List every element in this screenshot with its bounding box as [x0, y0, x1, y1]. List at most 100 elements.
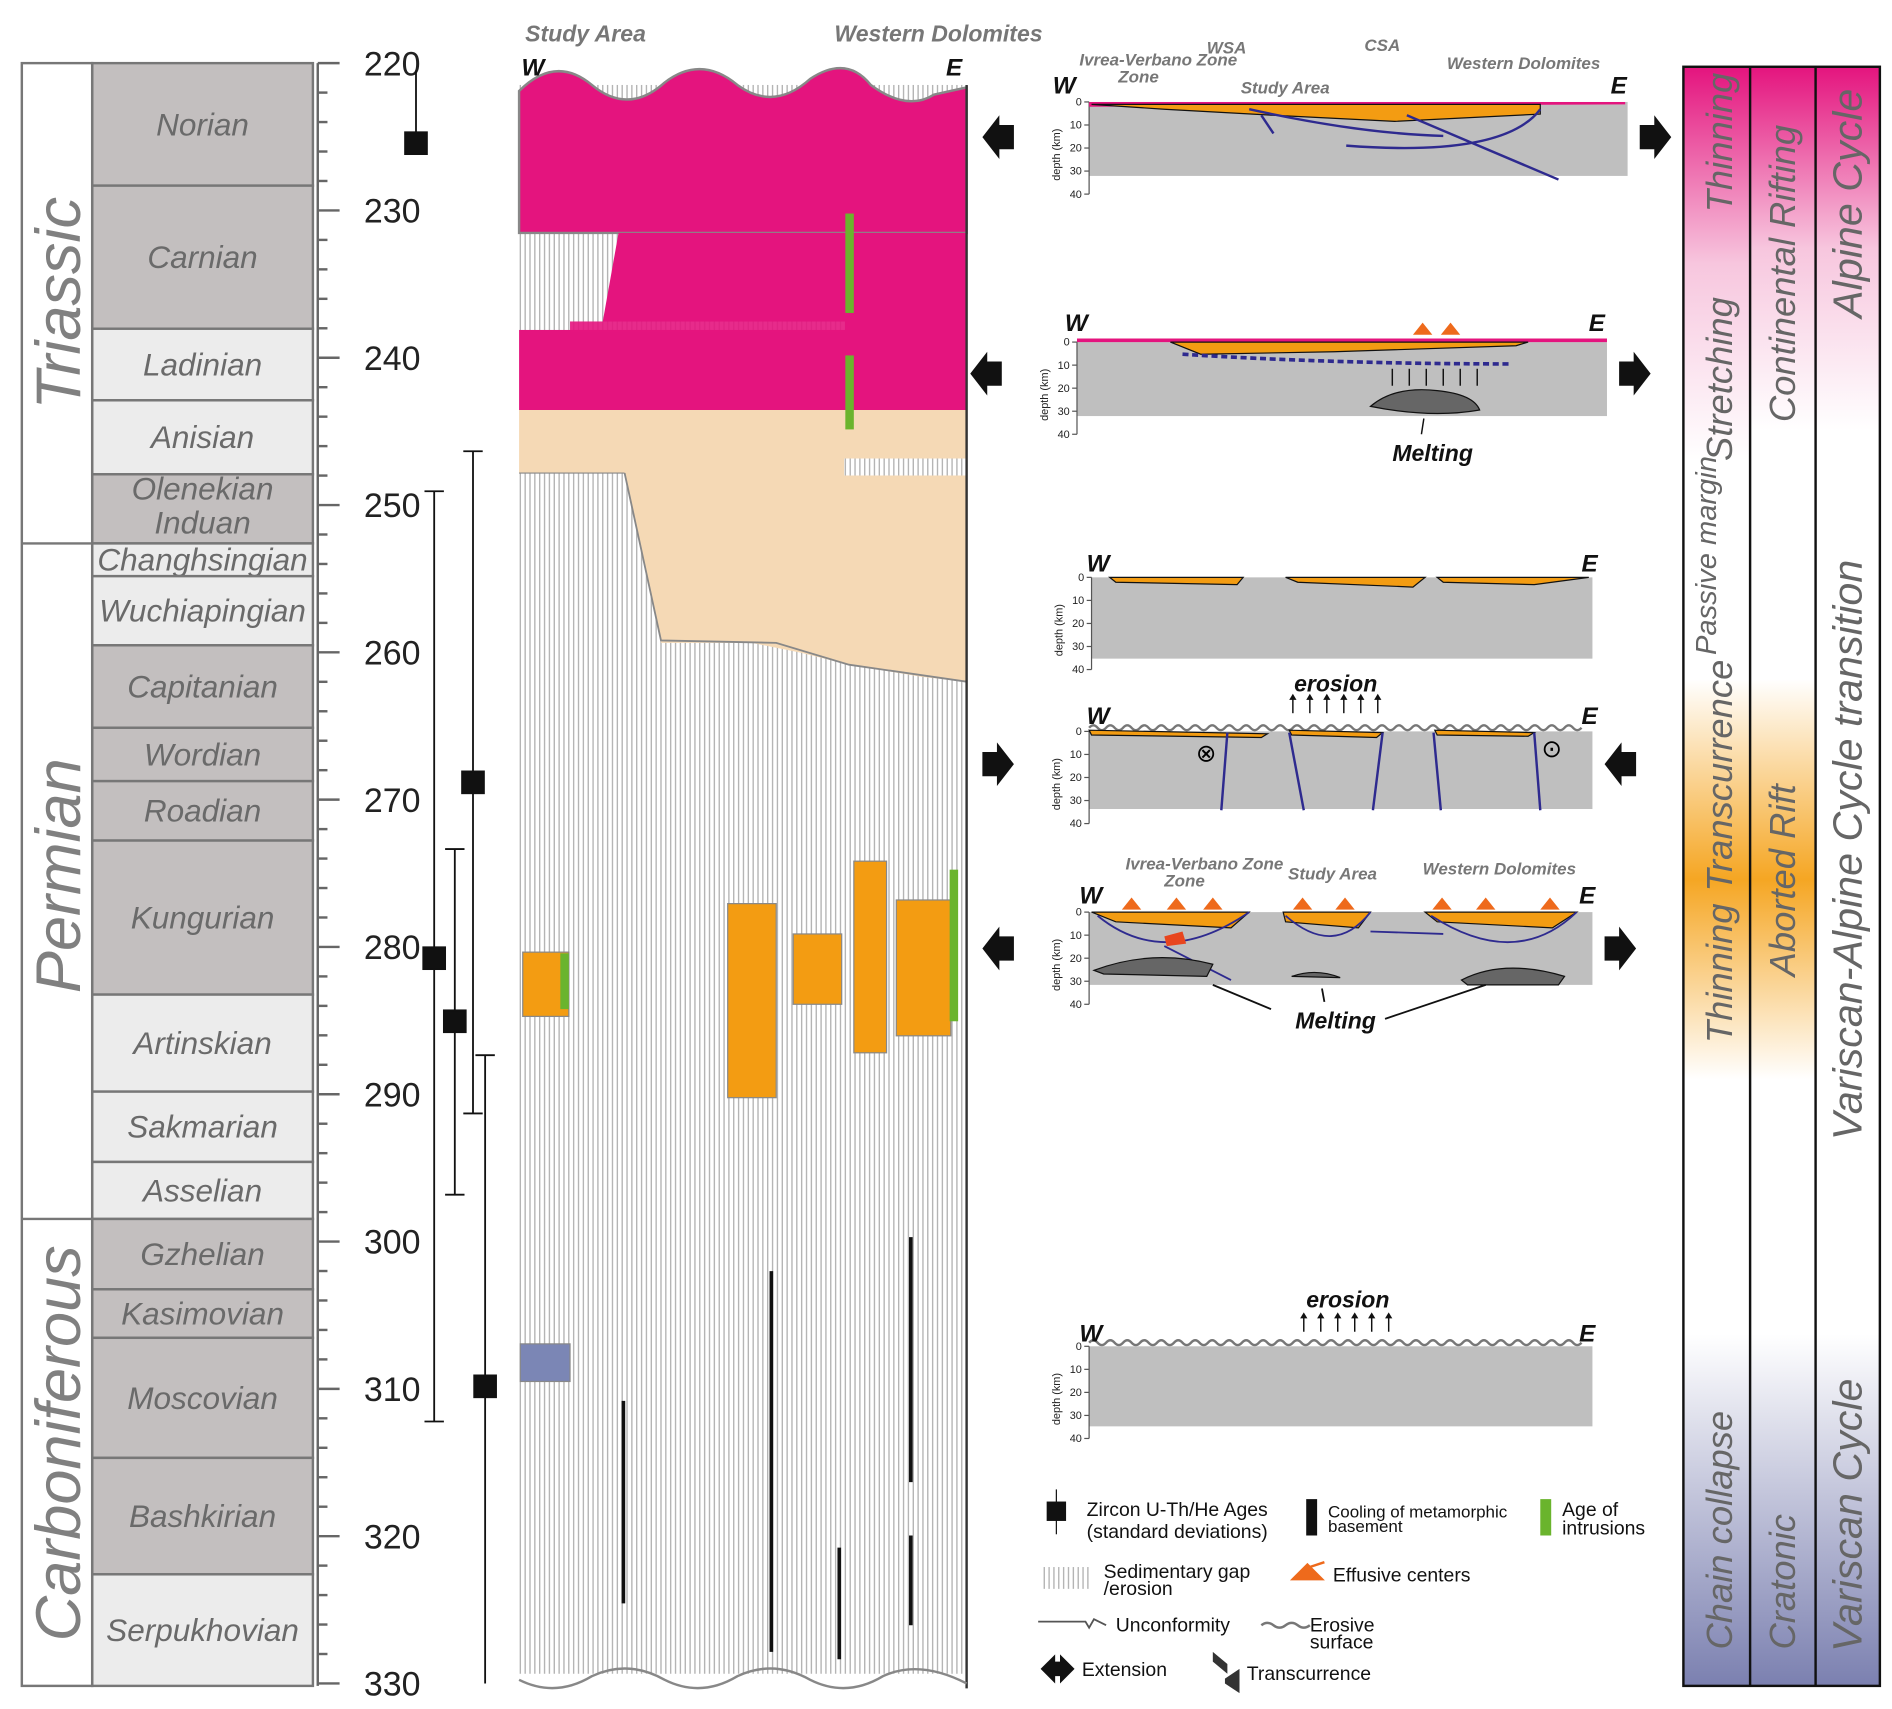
depth-tick: 10 [1058, 360, 1070, 372]
depth-tick: 20 [1070, 1387, 1082, 1399]
zircon-age-marker [422, 946, 447, 971]
extension-legend-icon [1040, 1654, 1075, 1684]
phase-chain-collapse: Chain collapse [1699, 1411, 1740, 1650]
volcanic-unit [853, 860, 888, 1054]
stage-box [90, 839, 315, 996]
zircon-age-marker [442, 1009, 467, 1034]
gap-legend-icon [1040, 1567, 1090, 1589]
stage-label: Artinskian [131, 1025, 271, 1061]
stage-label: Induan [154, 505, 250, 541]
section-3-labels: W E [1087, 550, 1599, 588]
stage-label: Changhsingian [97, 542, 307, 578]
svg-text:intrusions: intrusions [1562, 1517, 1645, 1539]
depth-tick: 0 [1076, 1341, 1082, 1353]
column-title-western-dolomites: Western Dolomites [834, 20, 1042, 46]
tick-label: 330 [364, 1666, 421, 1704]
legend: Zircon U-Th/He Ages (standard deviations… [1038, 1489, 1645, 1694]
depth-axis-label: depth (km) [1051, 129, 1063, 181]
tick-label: 260 [364, 634, 421, 672]
stage-label: Gzhelian [140, 1236, 264, 1272]
depth-tick: 10 [1070, 749, 1082, 761]
arrow-left-icon [1604, 742, 1637, 786]
stage-label: Serpukhovian [106, 1612, 299, 1648]
stage-box [90, 1573, 315, 1688]
timescale: NorianCarnianLadinianAnisianOlenekianInd… [20, 45, 421, 1704]
svg-text:E: E [1582, 550, 1599, 577]
stage-label: Sakmarian [127, 1109, 278, 1145]
column-title-study-area: Study Area [525, 20, 646, 46]
phase-thinning: Thinning [1699, 73, 1740, 213]
arrow-right-icon [1604, 926, 1637, 971]
stage-box [90, 1160, 315, 1221]
phase-thinning-2: Thinning [1699, 904, 1740, 1044]
section-5-labels: Ivrea-Verbano Zone Zone Study Area Weste… [1079, 855, 1596, 1034]
depth-axis-label: depth (km) [1051, 758, 1063, 810]
tick-label: 300 [364, 1224, 421, 1262]
depth-tick: 20 [1070, 143, 1082, 155]
svg-text:Ivrea-Verbano Zone: Ivrea-Verbano Zone [1125, 855, 1283, 874]
svg-text:W: W [1065, 310, 1090, 337]
stage-box [90, 61, 315, 187]
svg-text:W: W [1079, 883, 1104, 910]
arrow-right-icon [982, 742, 1014, 786]
moscovian-unit [519, 1343, 571, 1383]
depth-tick: 40 [1070, 189, 1082, 201]
depth-axis-label: depth (km) [1053, 604, 1065, 656]
basement-crust [1076, 342, 1607, 417]
svg-text:Unconformity: Unconformity [1116, 1614, 1231, 1636]
svg-text:Erosive: Erosive [1310, 1614, 1375, 1636]
tick-label: 310 [364, 1371, 421, 1409]
stage-label: Capitanian [127, 668, 278, 704]
svg-text:Sedimentary gap: Sedimentary gap [1104, 1561, 1251, 1583]
tick-label: 290 [364, 1076, 421, 1114]
svg-text:E: E [1582, 703, 1599, 730]
effusive-legend-icon [1289, 1561, 1325, 1581]
depth-tick: 20 [1058, 383, 1070, 395]
depth-tick: 10 [1070, 1364, 1082, 1376]
intrusion-bar [845, 355, 854, 430]
erosive-legend-icon [1260, 1621, 1311, 1629]
volcanic-unit [895, 899, 952, 1037]
intrusion-bar [949, 869, 959, 1022]
phase-cratonic: Cratonic [1762, 1514, 1803, 1649]
phase-transition: Variscan-Alpine Cycle transition [1825, 560, 1871, 1140]
svg-text:Age of: Age of [1562, 1499, 1619, 1521]
svg-text:W: W [1087, 703, 1112, 730]
depth-tick: 0 [1076, 97, 1082, 109]
stage-label: Moscovian [127, 1380, 278, 1416]
arrow-left-icon [982, 926, 1014, 971]
effusive-center-icon [1412, 322, 1461, 335]
zircon-ages [404, 70, 497, 1684]
depth-tick: 40 [1058, 429, 1070, 441]
erosion-label: erosion [1306, 1286, 1389, 1312]
stage-box [90, 993, 315, 1093]
phase-stretching: Stretching [1699, 297, 1740, 461]
svg-text:W: W [1087, 550, 1112, 577]
arrow-left-icon [982, 115, 1014, 159]
svg-text:E: E [1589, 310, 1606, 337]
stage-label: Norian [156, 106, 249, 142]
stage-label: Ladinian [143, 346, 262, 382]
tick-label: 240 [364, 340, 421, 378]
stage-label: Wordian [144, 736, 261, 772]
basement-crust [1089, 731, 1593, 810]
stage-box [90, 184, 315, 330]
intrusion-legend-icon [1540, 1499, 1552, 1536]
svg-text:W: W [1053, 72, 1078, 99]
depth-tick: 40 [1070, 999, 1082, 1011]
period-permian: Permian [24, 758, 94, 993]
svg-text:W: W [1079, 1320, 1104, 1347]
depth-tick: 0 [1076, 907, 1082, 919]
basement-crust [1091, 577, 1593, 659]
zircon-age-marker [473, 1374, 497, 1399]
zircon-age-marker [404, 131, 428, 156]
depth-tick: 30 [1072, 641, 1084, 653]
section-2-labels: W E Melting [1065, 310, 1607, 466]
depth-tick: 10 [1072, 595, 1084, 607]
arrow-right-icon [1639, 115, 1672, 159]
stratigraphic-column: Study Area Western Dolomites W E [517, 20, 1043, 1690]
depth-tick: 20 [1072, 618, 1084, 630]
svg-text:Western Dolomites: Western Dolomites [1423, 860, 1576, 879]
